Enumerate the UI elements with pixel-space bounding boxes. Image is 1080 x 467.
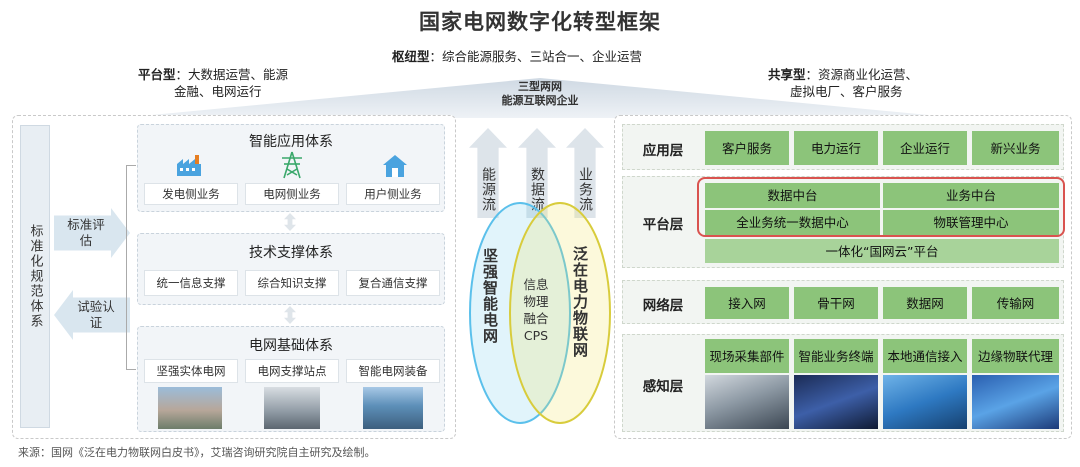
grid-foundation-system: 电网基础体系 坚强实体电网 电网支撑站点 智能电网装备 bbox=[137, 326, 445, 432]
smart-application-system: 智能应用体系 发电侧业务 电网侧业 bbox=[137, 124, 445, 212]
hub-category: 枢纽型：综合能源服务、三站合一、企业运营 bbox=[392, 48, 642, 65]
platform-category-text-1: ：大数据运营、能源 bbox=[175, 67, 289, 82]
smart-terminal-photo bbox=[794, 375, 878, 429]
cps-label: 信息 物理 融合 CPS bbox=[516, 276, 556, 344]
edge-agent-photo bbox=[972, 375, 1059, 429]
grid-business: 电网侧业务 bbox=[245, 183, 339, 205]
smart-terminal-box: 智能业务终端 bbox=[794, 339, 878, 373]
platform-category: 平台型：大数据运营、能源 金融、电网运行 bbox=[138, 66, 288, 100]
platform-layer: 平台层 数据中台 业务中台 全业务统一数据中心 物联管理中心 一体化“国网云”平… bbox=[622, 176, 1064, 268]
power-operation-box: 电力运行 bbox=[794, 131, 878, 165]
perception-layer: 感知层 现场采集部件 智能业务终端 本地通信接入 边缘物联代理 bbox=[622, 334, 1064, 432]
connector-2-3 bbox=[284, 306, 296, 324]
diagram-title: 国家电网数字化转型框架 bbox=[419, 10, 661, 34]
roof-line-2: 能源互联网企业 bbox=[501, 94, 579, 107]
systems-bracket bbox=[126, 165, 136, 370]
knowledge-support: 综合知识支撑 bbox=[245, 270, 339, 296]
grid-foundation-title: 电网基础体系 bbox=[249, 338, 333, 354]
roof-line-1: 三型两网 bbox=[518, 80, 562, 93]
factory-icon bbox=[174, 153, 204, 179]
test-cert-arrow bbox=[54, 290, 130, 340]
connector-1-2 bbox=[284, 213, 296, 231]
shared-category: 共享型：资源商业化运营、 虚拟电厂、客户服务 bbox=[768, 66, 918, 100]
energy-flow-label: 能源流 bbox=[480, 167, 496, 212]
platform-highlight-box bbox=[697, 177, 1065, 237]
user-business: 用户侧业务 bbox=[346, 183, 440, 205]
data-flow-label: 数据流 bbox=[529, 167, 545, 212]
business-flow-label: 业务流 bbox=[577, 167, 593, 212]
unified-info-support: 统一信息支撑 bbox=[144, 270, 238, 296]
cps-line-3: 融合 bbox=[523, 311, 549, 326]
backbone-network-box: 骨干网 bbox=[794, 287, 878, 319]
business-middle-platform: 业务中台 bbox=[883, 183, 1059, 208]
shared-category-text-2: 虚拟电厂、客户服务 bbox=[790, 84, 903, 99]
new-business-box: 新兴业务 bbox=[972, 131, 1059, 165]
venn-diagram bbox=[469, 202, 611, 424]
edge-iot-agent-box: 边缘物联代理 bbox=[972, 339, 1059, 373]
local-communication-box: 本地通信接入 bbox=[883, 339, 967, 373]
strong-grid-circle bbox=[469, 202, 571, 424]
solid-physical-grid: 坚强实体电网 bbox=[144, 359, 238, 383]
smart-grid-equipment: 智能电网装备 bbox=[346, 359, 440, 383]
platform-category-text-2: 金融、电网运行 bbox=[174, 84, 262, 99]
sgcc-cloud-platform: 一体化“国网云”平台 bbox=[705, 239, 1059, 263]
field-collection-photo bbox=[705, 375, 789, 429]
platform-category-label: 平台型 bbox=[138, 67, 176, 82]
application-layer-label: 应用层 bbox=[642, 143, 684, 159]
test-cert-label: 试验认证 bbox=[77, 299, 115, 330]
communication-support: 复合通信支撑 bbox=[346, 270, 440, 296]
hub-category-text: ：综合能源服务、三站合一、企业运营 bbox=[429, 49, 643, 64]
tech-support-title: 技术支撑体系 bbox=[249, 245, 333, 261]
hub-category-label: 枢纽型 bbox=[392, 49, 430, 64]
perception-layer-label: 感知层 bbox=[642, 379, 684, 395]
network-layer: 网络层 接入网 骨干网 数据网 传输网 bbox=[622, 280, 1064, 324]
application-layer: 应用层 客户服务 电力运行 企业运行 新兴业务 bbox=[622, 124, 1064, 170]
customer-service-box: 客户服务 bbox=[705, 131, 789, 165]
shared-category-label: 共享型 bbox=[768, 67, 806, 82]
cps-line-4: CPS bbox=[523, 328, 549, 343]
shared-category-text-1: ：资源商业化运营、 bbox=[805, 67, 919, 82]
roof-label: 三型两网 能源互联网企业 bbox=[470, 80, 610, 108]
cps-line-2: 物理 bbox=[523, 294, 549, 309]
platform-layer-label: 平台层 bbox=[642, 217, 684, 233]
equipment-photo bbox=[363, 387, 423, 429]
tech-support-system: 技术支撑体系 统一信息支撑 综合知识支撑 复合通信支撑 bbox=[137, 233, 445, 305]
local-communication-photo bbox=[883, 375, 967, 429]
standard-system-label: 标准化规范体系 bbox=[27, 224, 43, 329]
access-network-box: 接入网 bbox=[705, 287, 789, 319]
iot-label: 泛在电力物联网 bbox=[571, 246, 589, 358]
support-station-photo bbox=[264, 387, 320, 429]
enterprise-operation-box: 企业运行 bbox=[883, 131, 967, 165]
iot-management-center: 物联管理中心 bbox=[883, 210, 1059, 235]
generation-business: 发电侧业务 bbox=[144, 183, 238, 205]
data-middle-platform: 数据中台 bbox=[705, 183, 880, 208]
roof-shape bbox=[120, 78, 960, 118]
standard-eval-label: 标准评估 bbox=[67, 217, 105, 248]
power-tower-icon bbox=[277, 151, 307, 179]
grid-support-station: 电网支撑站点 bbox=[245, 359, 339, 383]
network-layer-label: 网络层 bbox=[642, 298, 684, 314]
smart-application-title: 智能应用体系 bbox=[249, 134, 333, 150]
house-icon bbox=[380, 153, 410, 179]
unified-data-center: 全业务统一数据中心 bbox=[705, 210, 880, 235]
physical-grid-photo bbox=[158, 387, 222, 429]
source-note: 来源：国网《泛在电力物联网白皮书》，艾瑞咨询研究院自主研究及绘制。 bbox=[18, 446, 376, 459]
field-collection-box: 现场采集部件 bbox=[705, 339, 789, 373]
iot-circle bbox=[509, 202, 611, 424]
data-network-box: 数据网 bbox=[883, 287, 967, 319]
cps-line-1: 信息 bbox=[523, 277, 549, 292]
transmission-network-box: 传输网 bbox=[972, 287, 1059, 319]
strong-grid-label: 坚强智能电网 bbox=[481, 248, 499, 344]
standard-system-box: 标准化规范体系 bbox=[20, 125, 50, 428]
